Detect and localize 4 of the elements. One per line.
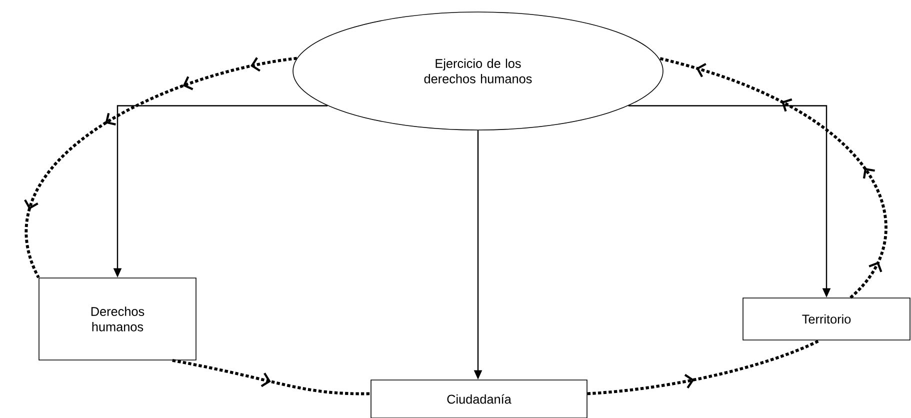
concept-box: Derechos humanos xyxy=(38,278,196,360)
ellipse-node: Ejercicio de los derechos humanos xyxy=(292,12,664,130)
concept-box: Ciudadanía xyxy=(370,380,588,418)
concept-box: Territorio xyxy=(742,298,910,340)
